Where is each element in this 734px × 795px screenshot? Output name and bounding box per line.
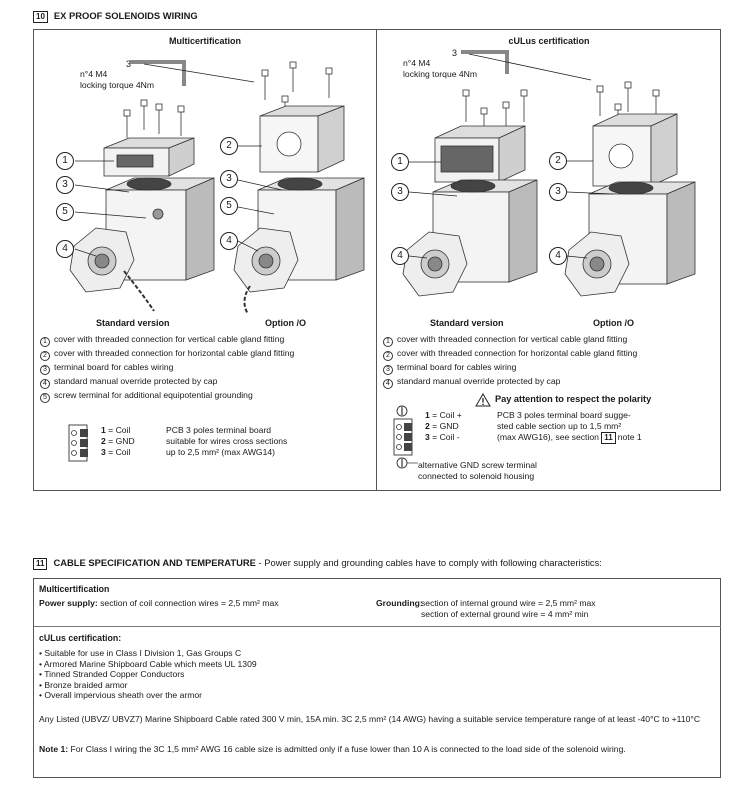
locking-torque: locking torque 4Nm	[403, 69, 478, 79]
terminal-description: PCB 3 poles terminal board sugge- sted c…	[497, 410, 642, 444]
section-10-heading: 10 EX PROOF SOLENOIDS WIRING	[33, 10, 198, 23]
cable-spec-box	[33, 578, 721, 778]
callout-2: 2	[549, 152, 567, 170]
terminal-board-ground-icon	[393, 405, 418, 469]
terminal-description: PCB 3 poles terminal board suitable for …	[166, 425, 288, 457]
terminal-pin-list: 1 = Coil + 2 = GND 3 = Coil -	[425, 410, 462, 442]
caption-option-o: Option /O	[265, 318, 306, 328]
screw-size: n°4 M4	[80, 69, 108, 79]
callout-1: 1	[56, 152, 74, 170]
section-11-heading: 11 CABLE SPECIFICATION AND TEMPERATURE - …	[33, 557, 602, 570]
right-panel-title: cULus certification	[508, 36, 590, 46]
section-number: 11	[33, 558, 48, 570]
screw-label: n°4 M4 locking torque 4Nm	[403, 58, 477, 80]
terminal-pin-list: 1 = Coil 2 = GND 3 = Coil	[101, 425, 135, 457]
warning-triangle-icon	[475, 393, 491, 407]
wiring-panel-box	[33, 29, 721, 491]
gnd-screw-note: alternative GND screw terminal connected…	[418, 460, 537, 481]
screw-size: n°4 M4	[403, 58, 431, 68]
callout-4: 4	[549, 247, 567, 265]
section-number: 10	[33, 11, 48, 23]
caption-option-o: Option /O	[593, 318, 634, 328]
note-1: Note 1: For Class I wiring the 3C 1,5 mm…	[39, 744, 626, 754]
power-supply-spec: Power supply: section of coil connection…	[39, 598, 279, 608]
polarity-warning: Pay attention to respect the polarity	[495, 394, 652, 404]
caption-standard-version: Standard version	[430, 318, 504, 328]
callout-5: 5	[56, 203, 74, 221]
list-item: Suitable for use in Class I Division 1, …	[39, 648, 257, 659]
callout-1: 1	[391, 153, 409, 171]
callout-4: 4	[391, 247, 409, 265]
callout-4: 4	[56, 240, 74, 258]
cable-spec-divider	[33, 626, 721, 627]
callout-2: 2	[220, 137, 238, 155]
cable-paragraph: Any Listed (UBVZ/ UBVZ7) Marine Shipboar…	[39, 714, 701, 724]
panel-divider	[376, 29, 377, 491]
section-11-link[interactable]: 11	[601, 432, 616, 444]
cul-title: cULus certification:	[39, 633, 122, 643]
list-item: Overall impervious sheath over the armor	[39, 690, 257, 701]
list-item: Tinned Stranded Copper Conductors	[39, 669, 257, 680]
left-solenoid-drawing	[69, 60, 365, 315]
section-title: EX PROOF SOLENOIDS WIRING	[53, 10, 198, 21]
left-panel-title: Multicertification	[168, 36, 241, 46]
callout-3: 3	[391, 183, 409, 201]
callout-3: 3	[56, 176, 74, 194]
list-item: Armored Marine Shipboard Cable which mee…	[39, 659, 257, 670]
locking-torque: locking torque 4Nm	[80, 80, 155, 90]
list-item: Bronze braided armor	[39, 680, 257, 691]
screw-label-number: 3	[126, 59, 132, 69]
screw-label-number: 3	[452, 48, 458, 58]
right-solenoid-drawing	[402, 50, 696, 297]
callout-5: 5	[220, 197, 238, 215]
grounding-label: Grounding:	[376, 598, 423, 608]
grounding-spec: section of internal ground wire = 2,5 mm…	[421, 598, 596, 620]
callout-4: 4	[220, 232, 238, 250]
section-subtitle: - Power supply and grounding cables have…	[258, 557, 602, 568]
terminal-board-icon	[68, 424, 88, 462]
section-title: CABLE SPECIFICATION AND TEMPERATURE	[53, 557, 256, 568]
multicert-title: Multicertification	[39, 584, 110, 594]
caption-standard-version: Standard version	[96, 318, 170, 328]
callout-3: 3	[549, 183, 567, 201]
callout-3: 3	[220, 170, 238, 188]
screw-label: n°4 M4 locking torque 4Nm	[80, 69, 154, 91]
cul-bullet-list: Suitable for use in Class I Division 1, …	[39, 648, 257, 701]
